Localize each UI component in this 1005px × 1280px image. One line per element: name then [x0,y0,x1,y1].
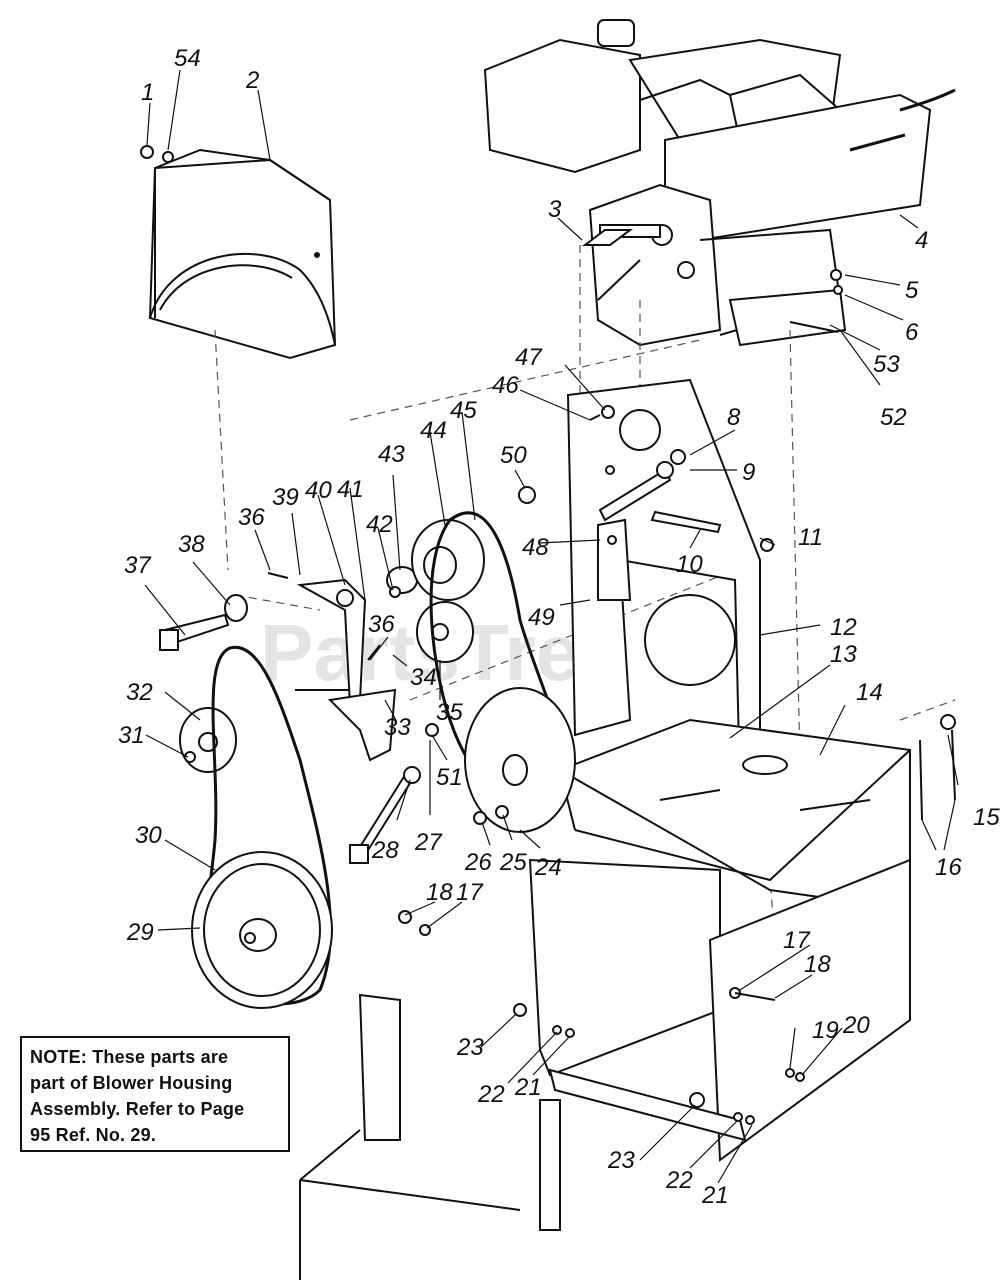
note-line: NOTE: These parts are [30,1047,229,1067]
callout-label: 36 [238,504,265,531]
pulley-29 [191,851,333,1009]
housing-bolts [398,714,956,1125]
bottom-rail [358,993,747,1231]
callout-labels: 1 54 2 3 4 5 6 53 52 47 46 8 9 50 45 44 … [118,45,1000,1209]
callout-label: 48 [522,534,549,561]
callout-label: 53 [873,351,900,378]
leader-lines [144,69,959,1184]
callout-label: 39 [272,484,299,511]
callout-label: 36 [368,611,395,638]
callout-label: 33 [384,714,411,741]
callout-label: 16 [935,854,962,881]
callout-label: 43 [378,441,405,468]
support-outline [299,1129,521,1280]
bolt-48-49 [597,518,632,601]
pin-10 [650,510,722,534]
callout-label: 47 [515,344,543,371]
callout-label: 20 [842,1012,870,1039]
callout-label: 24 [534,854,562,881]
callout-label: 14 [856,679,883,706]
bolt-1 [140,145,174,163]
bolt-28-27 [349,723,439,864]
callout-label: 12 [830,614,857,641]
housing-box [557,718,911,912]
callout-label: 28 [371,837,399,864]
callout-label: 26 [464,849,492,876]
callout-label: 10 [676,551,703,578]
nut-50 [518,486,536,504]
shaft-9 [598,461,674,522]
callout-label: 2 [245,67,259,94]
callout-label: 6 [905,319,919,346]
callout-label: 30 [135,822,162,849]
callout-label: 42 [366,511,393,538]
callout-label: 41 [337,476,364,503]
callout-label: 23 [607,1147,635,1174]
callout-label: 23 [456,1034,484,1061]
callout-label: 19 [812,1017,839,1044]
callout-label: 51 [436,764,463,791]
callout-label: 11 [798,524,823,551]
callout-label: 15 [973,804,1000,831]
note-line: 95 Ref. No. 29. [30,1125,157,1145]
engine-bolts [789,269,843,333]
callout-label: 18 [804,951,831,978]
pulley-43 [386,566,418,598]
callout-label: 35 [436,699,463,726]
callout-label: 21 [701,1182,729,1209]
callout-label: 22 [477,1081,505,1108]
callout-label: 25 [499,849,527,876]
nut-11 [760,538,774,552]
note-line: Assembly. Refer to Page [30,1099,245,1119]
callout-label: 45 [450,397,477,424]
callout-label: 32 [126,679,153,706]
callout-label: 50 [500,442,527,469]
callout-label: 27 [414,829,443,856]
callout-label: 29 [126,919,154,946]
callout-label: 22 [665,1167,693,1194]
callout-label: 37 [124,552,152,579]
callout-label: 49 [528,604,555,631]
callout-label: 46 [492,372,519,399]
pulley-24 [464,687,576,833]
callout-label: 13 [830,641,857,668]
callout-label: 34 [410,664,437,691]
callout-label: 1 [141,79,154,106]
callout-label: 5 [905,277,919,304]
callout-label: 52 [880,404,907,431]
callout-label: 3 [548,196,562,223]
callout-label: 9 [742,459,755,486]
washer-8 [670,449,686,465]
callout-label: 54 [174,45,201,72]
side-plate-left [528,858,721,1077]
washer-47 [601,405,615,419]
note-box: NOTE: These parts are part of Blower Hou… [20,1036,290,1152]
callout-label: 4 [915,227,928,254]
frame-plate [566,378,761,792]
pulley-32 [179,707,237,773]
spring-36 [267,572,381,661]
side-plate-right [708,858,911,1162]
bolt-37-spacer-38 [159,594,248,651]
engine [483,19,956,347]
idler-bracket [295,578,397,762]
engine-shaft-key [582,229,641,301]
callout-label: 8 [727,404,741,431]
callout-label: 31 [118,722,145,749]
callout-label: 38 [178,531,205,558]
callout-label: 17 [783,927,811,954]
note-line: part of Blower Housing [30,1073,233,1093]
callout-label: 40 [305,477,332,504]
callout-label: 44 [420,417,447,444]
callout-label: 21 [514,1074,542,1101]
callout-label: 17 [456,879,484,906]
callout-label: 18 [426,879,453,906]
belt-cover [148,148,337,360]
